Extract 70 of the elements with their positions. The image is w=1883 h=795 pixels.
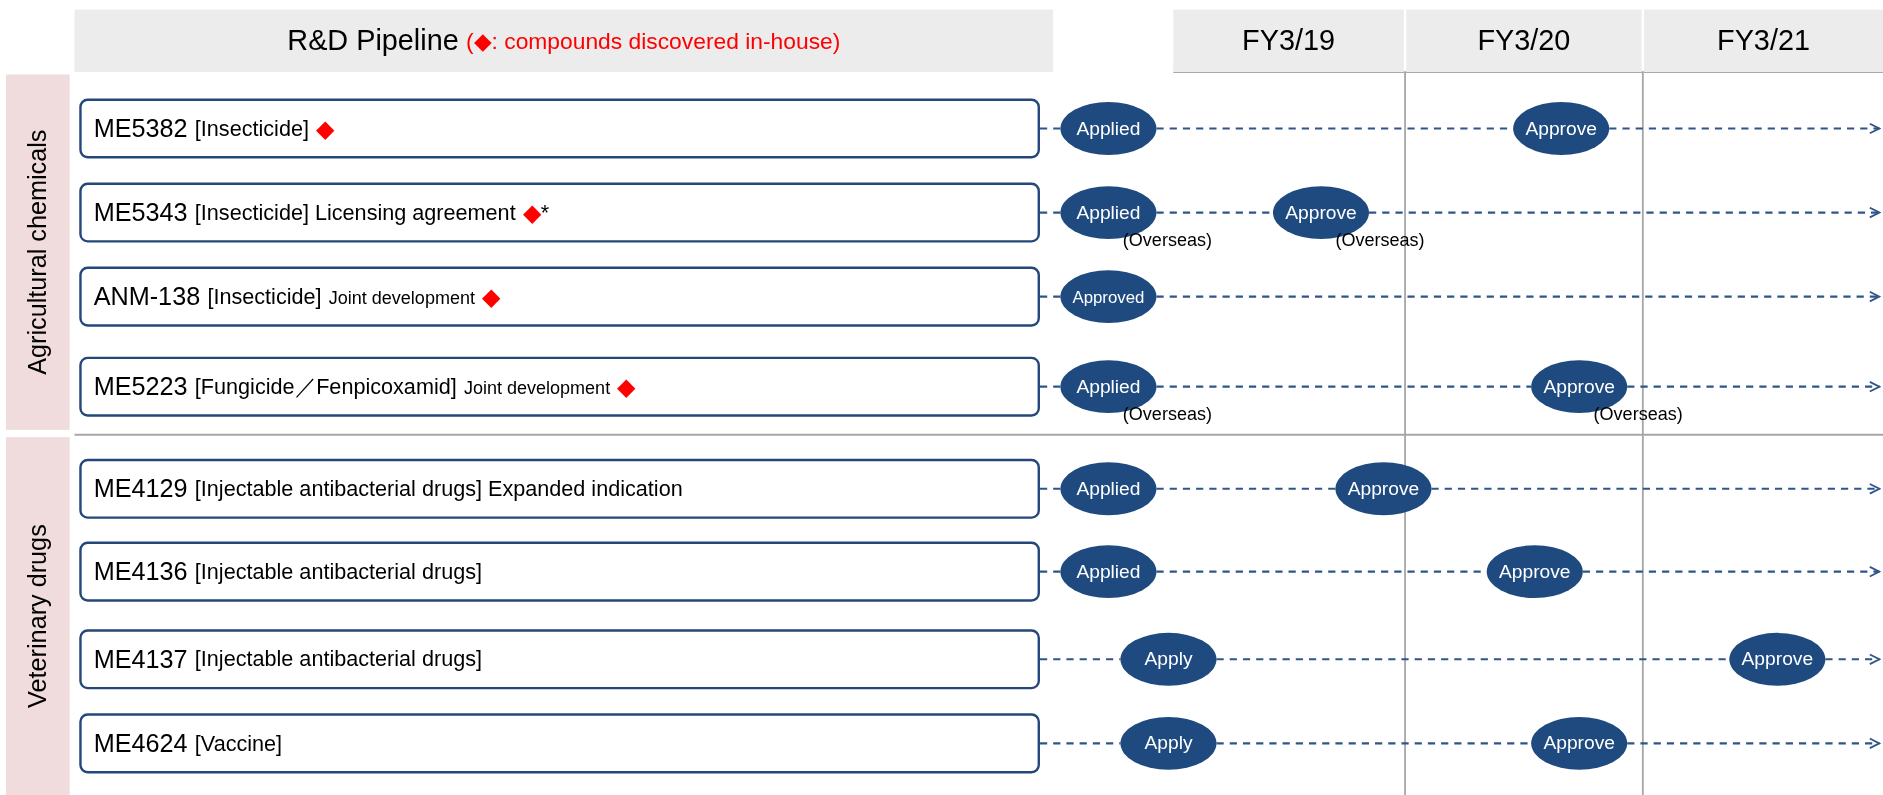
dashed-line	[1040, 295, 1061, 298]
dashed-arrow	[1431, 483, 1881, 495]
pipeline-row-box	[79, 98, 1040, 159]
dashed-line	[1156, 487, 1336, 490]
column-heading: FY3/19	[1242, 24, 1336, 58]
pipeline-row-box	[79, 541, 1040, 602]
dashed-line	[1156, 385, 1532, 388]
in-house-marker: ◆	[482, 282, 501, 312]
category-label: Agricultural chemicals	[23, 129, 53, 375]
dashed-arrow	[1582, 565, 1881, 578]
row-description: [Insecticide]	[207, 284, 322, 310]
dashed-line	[1040, 127, 1061, 130]
row-description: [Injectable antibacterial drugs]	[194, 646, 482, 672]
in-house-marker: ◆	[617, 372, 636, 402]
partner-note: Joint development	[463, 376, 611, 397]
compound-code: ME5382	[93, 114, 188, 143]
compound-code: ME4137	[93, 644, 188, 674]
pipeline-row-box	[79, 266, 1040, 327]
status-oval: Approved	[1060, 270, 1157, 324]
row-description: [Fungicide／Fenpicoxamid]	[194, 373, 457, 401]
header-cell	[1406, 9, 1642, 73]
legend-note: (◆: compounds discovered in-house)	[465, 27, 841, 55]
status-oval: Apply	[1120, 716, 1217, 770]
row-description: [Insecticide] Licensing agreement	[194, 199, 516, 226]
compound-code: ME5343	[93, 198, 188, 227]
partner-note: Joint development	[328, 286, 475, 307]
pipeline-row-box	[79, 458, 1040, 519]
dashed-line	[1040, 385, 1061, 388]
in-house-marker: ◆	[316, 114, 335, 143]
dashed-line	[1040, 211, 1061, 214]
status-oval: Applied	[1060, 462, 1157, 516]
row-description: [Vaccine]	[194, 730, 283, 756]
header-cell	[1644, 9, 1883, 73]
status-oval: Approve	[1486, 545, 1583, 599]
status-oval: Apply	[1120, 632, 1217, 686]
status-oval: Applied	[1060, 102, 1157, 155]
pipeline-row-box	[79, 713, 1040, 774]
header-cell	[1173, 9, 1404, 73]
category-label: Veterinary drugs	[23, 524, 53, 708]
row-description: [Injectable antibacterial drugs]	[194, 559, 482, 585]
compound-code: ME4624	[93, 728, 188, 758]
compound-code: ME5223	[93, 372, 188, 402]
dashed-arrow	[1369, 206, 1881, 219]
compound-code: ANM-138	[93, 282, 201, 312]
status-oval: Approve	[1729, 632, 1826, 686]
dashed-arrow	[1627, 381, 1881, 393]
compound-code: ME4129	[93, 474, 188, 504]
dashed-arrow	[1825, 653, 1881, 665]
column-heading: R&D Pipeline	[287, 24, 459, 58]
status-oval: Approve	[1513, 102, 1610, 155]
row-description: [Injectable antibacterial drugs] Expanded indication	[194, 476, 683, 502]
dashed-line	[1040, 487, 1061, 490]
dashed-arrow	[1156, 290, 1881, 303]
category-band	[6, 74, 70, 430]
column-heading: FY3/21	[1717, 24, 1810, 58]
pipeline-row-box	[79, 629, 1040, 690]
dashed-line	[1040, 570, 1061, 573]
row-description: [Insecticide]	[194, 115, 309, 142]
dashed-arrow	[1609, 122, 1881, 135]
compound-code: ME4136	[93, 557, 188, 587]
category-band	[6, 437, 70, 795]
row-description: *	[540, 199, 550, 226]
in-house-marker: ◆	[522, 198, 541, 227]
column-heading: FY3/20	[1477, 24, 1571, 58]
status-oval: Applied	[1060, 545, 1157, 599]
status-oval: Approve	[1335, 462, 1432, 516]
pipeline-row-box	[79, 182, 1040, 243]
dashed-arrow	[1627, 737, 1881, 750]
status-oval: Approve	[1531, 716, 1628, 770]
pipeline-row-box	[79, 356, 1040, 417]
